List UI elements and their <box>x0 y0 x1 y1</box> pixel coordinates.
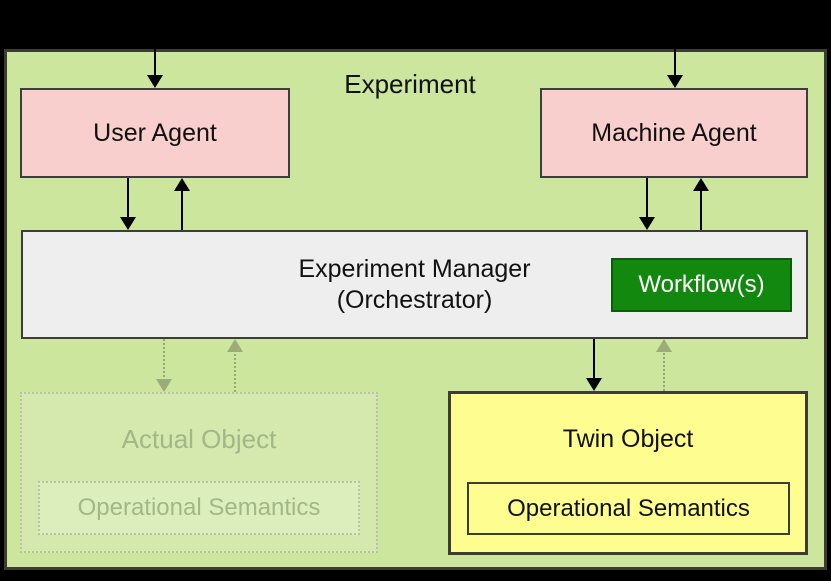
arrow-user-agent-to-manager <box>119 178 137 230</box>
arrow-manager-to-actual-object-dotted <box>155 339 173 392</box>
workflow-label: Workflow(s) <box>638 271 765 298</box>
experiment-title: Experiment <box>344 69 476 99</box>
machine-agent-box: Machine Agent <box>540 88 808 178</box>
user-agent-label: User Agent <box>93 118 217 147</box>
experiment-manager-box: Experiment Manager (Orchestrator) <box>21 230 808 339</box>
actual-operational-semantics-box: Operational Semantics <box>38 481 360 535</box>
actual-object-label: Actual Object <box>121 423 277 454</box>
experiment-manager-label-line2: (Orchestrator) <box>336 285 493 314</box>
arrow-twin-object-to-manager-dotted <box>655 339 673 391</box>
arrow-manager-to-machine-agent <box>692 178 710 230</box>
actual-operational-semantics-label: Operational Semantics <box>77 494 321 521</box>
arrow-manager-to-user-agent <box>173 178 191 230</box>
actual-object-label-zone: Actual Object <box>22 394 376 484</box>
arrow-manager-to-twin-object <box>585 339 603 391</box>
machine-agent-label: Machine Agent <box>591 118 757 147</box>
twin-operational-semantics-label: Operational Semantics <box>507 494 750 522</box>
workflow-box: Workflow(s) <box>611 258 792 312</box>
twin-object-box: Twin Object <box>448 391 808 555</box>
arrow-external-to-machine-agent <box>666 49 684 88</box>
twin-object-label-zone: Twin Object <box>451 394 805 484</box>
arrow-external-to-user-agent <box>146 49 164 88</box>
experiment-manager-label-line1: Experiment Manager <box>298 254 531 283</box>
twin-operational-semantics-box: Operational Semantics <box>467 482 790 535</box>
arrow-machine-agent-to-manager <box>638 178 656 230</box>
user-agent-box: User Agent <box>20 88 290 178</box>
twin-object-label: Twin Object <box>562 424 694 453</box>
arrow-actual-object-to-manager-dotted <box>226 339 244 392</box>
